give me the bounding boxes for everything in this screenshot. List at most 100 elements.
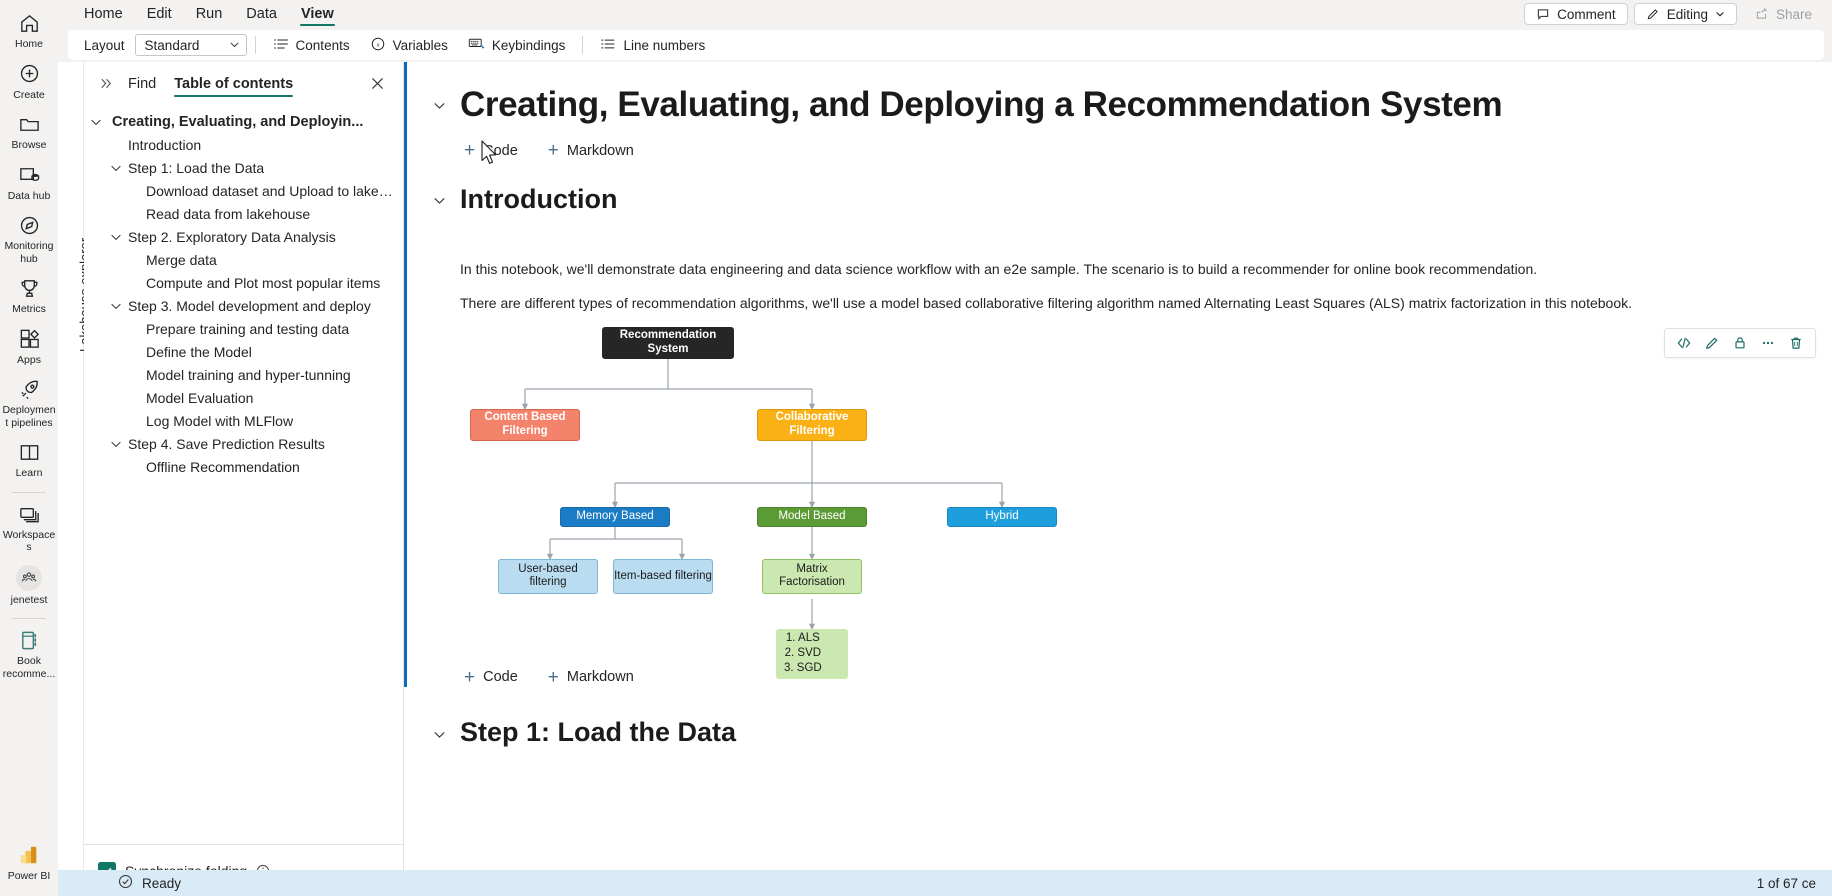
add-markdown-cell-button[interactable]: + Markdown [544,138,638,163]
toc-item-label: Introduction [128,136,202,153]
contents-button[interactable]: Contents [264,32,359,58]
ellipsis-icon[interactable] [1755,330,1781,356]
section-heading-introduction: Introduction [460,184,618,214]
rail-label: Monitoring hub [4,240,54,265]
rail-item-metrics[interactable]: Metrics [0,271,58,322]
toc-item[interactable]: Step 4. Save Prediction Results [84,432,403,455]
toc-item[interactable]: Download dataset and Upload to lakeh... [84,179,403,202]
layout-label: Layout [84,37,125,53]
toc-item[interactable]: Offline Recommendation [84,455,403,478]
add-code-cell-button[interactable]: + Code [460,665,522,690]
editing-mode-button[interactable]: Editing [1633,3,1737,25]
pencil-icon[interactable] [1699,330,1725,356]
add-cell-row-bottom: + Code + Markdown [404,651,1832,690]
tab-edit[interactable]: Edit [146,6,172,22]
share-button[interactable]: Share [1743,3,1824,25]
collapse-cell-chevron[interactable] [428,94,450,116]
book-open-icon [17,440,41,464]
line-numbers-button[interactable]: Line numbers [591,32,714,58]
diagram-node-label: Matrix Factorisation [779,562,845,589]
chevron-down-icon[interactable] [104,299,128,313]
toc-item-label: Compute and Plot most popular items [146,274,381,291]
toc-item[interactable]: Log Model with MLFlow [84,409,403,432]
toc-item[interactable]: Model Evaluation [84,386,403,409]
section-heading-step1: Step 1: Load the Data [460,716,737,747]
toc-item[interactable]: Prepare training and testing data [84,317,403,340]
tab-home[interactable]: Home [84,6,123,22]
mouse-cursor [481,140,499,171]
tab-view[interactable]: View [289,0,346,28]
notebook-cell-step1[interactable]: Step 1: Load the Data [404,690,1832,748]
rail-item-power-bi[interactable]: Power BI [0,838,58,889]
editing-label: Editing [1666,6,1708,22]
chevron-down-icon[interactable] [104,161,128,175]
rail-divider [12,618,46,619]
tab-data[interactable]: Data [246,6,277,22]
tab-run[interactable]: Run [195,6,223,22]
chevron-down-icon[interactable] [84,115,108,129]
diagram-node-matrix-factorisation: Matrix Factorisation [762,558,862,594]
comment-button[interactable]: Comment [1524,3,1628,25]
code-brackets-icon[interactable] [1671,330,1697,356]
toc-item[interactable]: Step 2. Exploratory Data Analysis [84,225,403,248]
plus-icon: + [547,140,559,161]
command-bar-inner: Layout Standard Contents x [68,30,1824,60]
variables-button[interactable]: x Variables [361,32,457,58]
intro-paragraph-1: In this notebook, we'll demonstrate data… [460,261,1538,278]
chevron-down-icon[interactable] [104,437,128,451]
notebook-cell-introduction[interactable]: Introduction In this notebook, we'll dem… [404,163,1832,679]
diagram-node-root: Recommendation System [602,326,734,359]
add-markdown-cell-button[interactable]: + Markdown [544,665,638,690]
lakehouse-explorer-strip[interactable]: Lakehouse explorer [58,62,92,896]
rail-item-apps[interactable]: Apps [0,322,58,373]
collapse-cell-chevron[interactable] [428,189,450,211]
rail-item-workspaces[interactable]: Workspaces [0,497,58,560]
layout-select[interactable]: Standard [134,34,247,56]
rail-item-create[interactable]: Create [0,57,58,108]
tab-find[interactable]: Find [128,76,157,92]
rail-item-book-recommendation[interactable]: Book recomme... [0,623,58,686]
rail-label: Apps [17,353,41,366]
rail-item-learn[interactable]: Learn [0,435,58,486]
toc-item[interactable]: Merge data [84,248,403,271]
rail-item-jenetest[interactable]: jenetest [0,560,58,613]
compass-icon [17,213,41,237]
toc-item[interactable]: Step 1: Load the Data [84,156,403,179]
keybindings-button[interactable]: Keybindings [459,32,575,58]
toc-item-list[interactable]: Creating, Evaluating, and Deployin... Int… [84,104,403,844]
plus-icon: + [464,666,476,688]
toc-tabs: Find Table of contents [84,62,403,104]
notebook-cell-title[interactable]: Creating, Evaluating, and Deploying a Re… [404,62,1832,126]
rail-label: jenetest [10,593,48,606]
layout-select-value: Standard [144,37,200,53]
view-command-bar: Layout Standard Contents x [58,28,1832,62]
rail-item-home[interactable]: Home [0,6,58,57]
rail-item-data-hub[interactable]: Data hub [0,158,58,209]
toc-item[interactable]: Step 3. Model development and deploy [84,294,403,317]
add-markdown-label: Markdown [566,142,634,159]
trash-icon[interactable] [1783,330,1809,356]
diagram-node-content-based-filtering: Content Based Filtering [470,408,580,441]
toc-item[interactable]: Introduction [84,133,403,156]
rail-item-deployment-pipelines[interactable]: Deployment pipelines [0,372,58,435]
rail-item-browse[interactable]: Browse [0,107,58,158]
toc-item[interactable]: Define the Model [84,340,403,363]
collapse-cell-chevron[interactable] [428,724,450,746]
toc-item[interactable]: Creating, Evaluating, and Deployin... [84,110,403,133]
line-numbers-icon [600,36,616,55]
apps-grid-icon [17,327,41,351]
rail-item-monitoring-hub[interactable]: Monitoring hub [0,208,58,271]
toc-item[interactable]: Compute and Plot most popular items [84,271,403,294]
lock-icon[interactable] [1727,330,1753,356]
close-icon[interactable] [367,73,387,93]
diagram-node-label: Collaborative Filtering [775,411,849,437]
expand-panel-button[interactable] [84,62,128,104]
toc-item-label: Step 1: Load the Data [128,159,265,176]
tab-table-of-contents[interactable]: Table of contents [174,62,293,104]
rail-label: Metrics [12,303,46,315]
toc-item[interactable]: Read data from lakehouse [84,202,403,225]
toc-item[interactable]: Model training and hyper-tunning [84,363,403,386]
chevron-down-icon[interactable] [104,230,128,244]
diagram-node-item-based-filtering: Item-based filtering [613,558,713,594]
notebook-canvas[interactable]: Creating, Evaluating, and Deploying a Re… [404,62,1832,896]
